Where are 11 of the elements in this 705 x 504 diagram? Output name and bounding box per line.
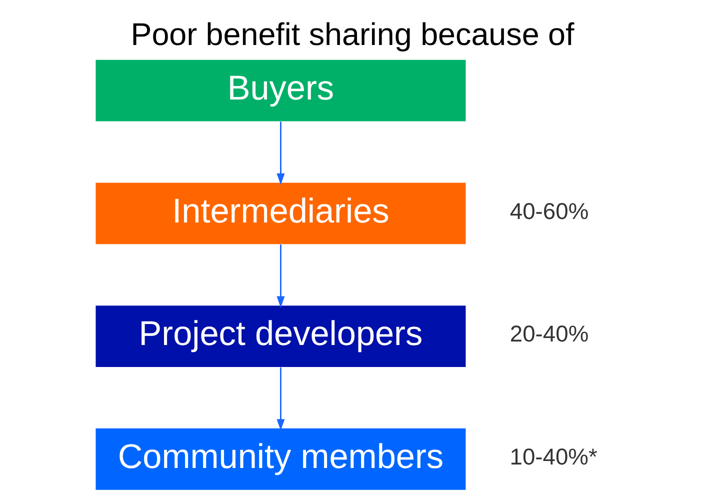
diagram-title: Poor benefit sharing because of	[130, 17, 574, 52]
arrow	[276, 244, 285, 308]
arrow	[276, 367, 285, 431]
node-box: Project developers	[96, 306, 466, 367]
arrow	[276, 122, 285, 185]
node-label: 10-40%*	[510, 444, 598, 470]
node-box: Intermediaries	[96, 182, 466, 244]
node-box: Buyers	[96, 60, 466, 122]
node-box: Community members	[96, 428, 466, 490]
node-label: 40-60%	[510, 198, 589, 224]
node-label: 20-40%	[510, 320, 589, 347]
